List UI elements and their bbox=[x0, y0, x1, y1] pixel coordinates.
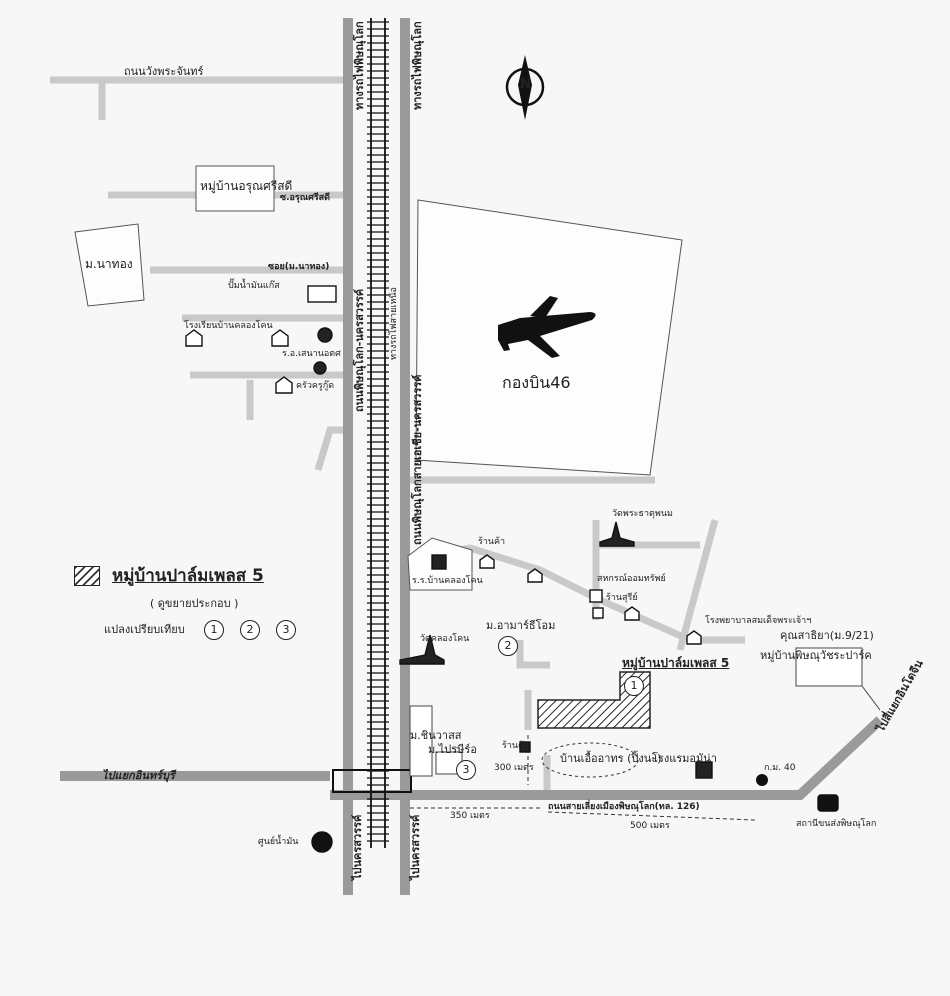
place-gas: ศูนย์น้ำมัน bbox=[258, 837, 299, 847]
temple-icon bbox=[599, 521, 635, 547]
railway bbox=[370, 18, 386, 848]
legend-plot-2: 2 bbox=[240, 620, 260, 640]
road-label-rail-mid: ทางรถไฟสายเหนือ bbox=[389, 287, 399, 360]
shop-icon bbox=[519, 741, 531, 753]
pump-icon bbox=[307, 285, 337, 303]
store-icon bbox=[592, 607, 604, 619]
place-kunsathaya: คุณสาธิยา(ม.9/21) bbox=[780, 629, 874, 642]
km-marker bbox=[756, 774, 768, 786]
road-label-126: ถนนสายเลี่ยงเมืองพิษณุโลก(ทล. 126) bbox=[548, 802, 700, 812]
place-mb-ama: ม.อามาร์ธีโอม bbox=[486, 619, 556, 632]
legend-plot-3: 3 bbox=[276, 620, 296, 640]
place-mb-bypass: ม.ไปรษีร์อ bbox=[428, 743, 477, 756]
distance-300: 300 เมตร bbox=[494, 763, 534, 773]
road-label-main: ไปแยกอินทร์บุรี bbox=[102, 769, 175, 782]
house-icon bbox=[275, 376, 293, 394]
place-teacher: ครัวครูกู๊ด bbox=[296, 381, 335, 391]
place-temple1: วัดพระธาตุพนม bbox=[612, 509, 673, 519]
road-label-rail-left-top: ทางรถไฟพิษณุโลก bbox=[353, 21, 366, 110]
highway bbox=[60, 18, 884, 895]
legend-sub: ( ดูขยายประกอบ ) bbox=[150, 597, 239, 610]
legend-title: หมู่บ้านปาล์มเพลส 5 bbox=[112, 566, 264, 586]
place-shop3: ร้านค้า bbox=[502, 741, 530, 751]
gas-station-icon bbox=[311, 831, 333, 853]
place-temple2: วัดคลองโคน bbox=[420, 634, 470, 644]
chin-block bbox=[409, 705, 433, 777]
railway-ties bbox=[367, 21, 389, 842]
place-soi-arun: ซ.อรุณศรีสดี bbox=[280, 193, 331, 203]
place-office: โรงพยาบาลสมเด็จพระเจ้าฯ bbox=[705, 616, 812, 626]
place-mb-park: หมู่บ้านพิษณุวัชระปาร์ค bbox=[760, 649, 872, 662]
road-label-bottom-left: ไปนครสวรรค์ bbox=[351, 814, 364, 880]
place-shop1: ร้านค้า bbox=[478, 537, 506, 547]
house-icon bbox=[479, 554, 495, 569]
road-label-vangprachan: ถนนวังพระจันทร์ bbox=[124, 65, 204, 78]
temple-icon bbox=[313, 361, 327, 375]
place-bus: สถานีขนส่งพิษณุโลก bbox=[796, 819, 877, 829]
place-village-top: หมู่บ้านอรุณศรีสดี bbox=[200, 179, 293, 193]
place-soi-natong: ซอย(ม.นาทอง) bbox=[268, 262, 330, 272]
place-airbase: กองบิน46 bbox=[502, 373, 571, 392]
place-hotel: โรงแรมอมัน่า bbox=[652, 752, 717, 765]
road-airbase-south bbox=[314, 426, 345, 472]
temple-icon bbox=[317, 327, 333, 343]
place-house: บ้านเอื้ออาทร (ปิ้งนะ) bbox=[560, 752, 662, 765]
airbase-area bbox=[415, 199, 683, 476]
place-pump: ปั๊มน้ำมันแก๊ส bbox=[228, 281, 280, 291]
place-palm-label: หมู่บ้านปาล์มเพลส 5 bbox=[622, 656, 730, 670]
road-temple-right bbox=[676, 519, 719, 651]
house-icon bbox=[527, 568, 543, 583]
road-label-bottom-right: ไปนครสวรรค์ bbox=[409, 814, 422, 880]
place-mb-chin: ม.ชินวาสส bbox=[410, 729, 462, 742]
building-icons bbox=[185, 285, 839, 853]
hotel-icon bbox=[695, 761, 713, 779]
house-icon bbox=[185, 329, 203, 347]
road-label-rail-right-top: ทางรถไฟพิษณุโลก bbox=[411, 21, 424, 110]
compass-icon bbox=[505, 55, 545, 120]
legend-plot-1: 1 bbox=[204, 620, 224, 640]
distance-500: 500 เมตร bbox=[630, 821, 670, 831]
road-label-hwy-left: ถนนพิษณุโลก-นครสวรรค์ bbox=[353, 288, 366, 412]
school-building-icon bbox=[431, 554, 447, 570]
temple-icon bbox=[399, 634, 445, 665]
store-icon bbox=[589, 589, 603, 603]
legend-hatch-swatch bbox=[74, 566, 100, 586]
natong-block bbox=[74, 223, 145, 307]
marker-1: 1 bbox=[624, 676, 644, 696]
place-coop: สหกรณ์ออมทรัพย์ bbox=[597, 574, 666, 584]
place-rdiv: ร.อ.เสนานอตศ bbox=[282, 349, 341, 359]
place-shop2: ร.ร.บ้านคลองโคน bbox=[412, 576, 483, 586]
place-km: ก.ม. 40 bbox=[764, 763, 796, 773]
park-link bbox=[861, 685, 881, 711]
arunsri-block bbox=[195, 165, 275, 212]
house-zone bbox=[541, 742, 639, 778]
house-icon bbox=[624, 606, 640, 621]
compass-label: N bbox=[520, 77, 531, 92]
house-icon bbox=[686, 630, 702, 645]
road-label-hwy-right: ถนนพิษณุโลกสายเอเชีย-นครสวรรค์ bbox=[411, 374, 424, 545]
palm-place-parcel bbox=[537, 671, 651, 729]
plane-icon bbox=[498, 296, 596, 358]
marker-2: 2 bbox=[498, 636, 518, 656]
road-ama bbox=[516, 640, 550, 669]
place-store: ร้านสุรีย์ bbox=[606, 593, 638, 603]
place-school: โรงเรียนบ้านคลองโคน bbox=[184, 321, 273, 331]
legend-plots-label: แปลงเปรียบเทียบ bbox=[104, 623, 185, 636]
distance-350: 350 เมตร bbox=[450, 811, 490, 821]
place-mb-natong: ม.นาทอง bbox=[85, 257, 133, 271]
bus-icon bbox=[817, 794, 839, 812]
marker-3: 3 bbox=[456, 760, 476, 780]
house-icon bbox=[271, 329, 289, 347]
rail-bridge bbox=[332, 769, 412, 793]
